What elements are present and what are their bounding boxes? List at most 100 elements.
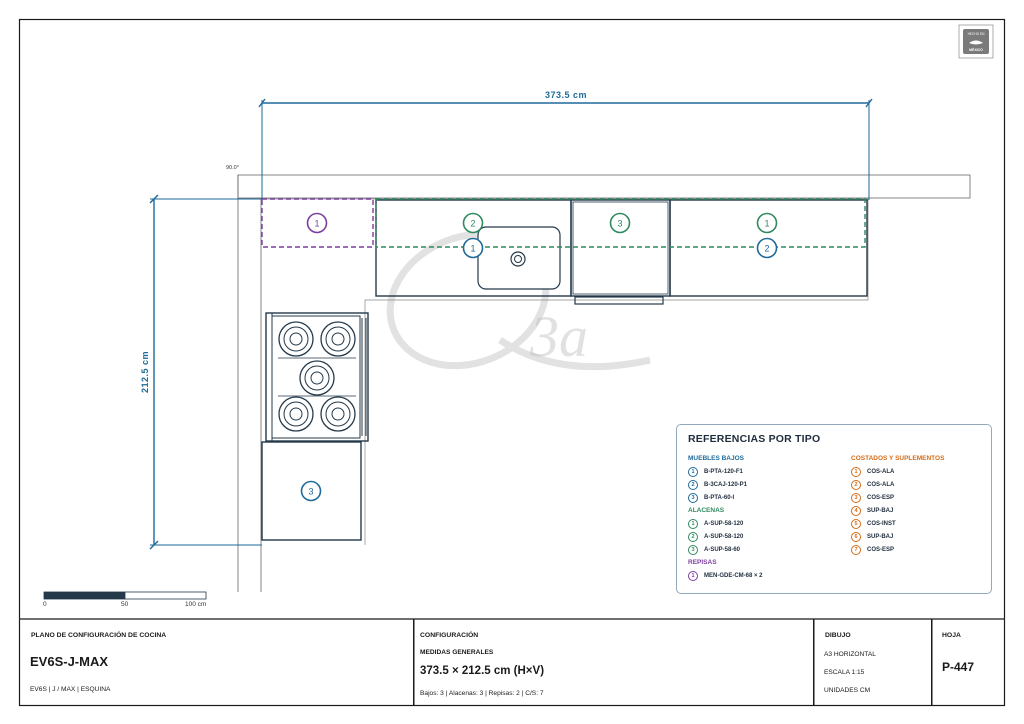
legend-group-title-costados: COSTADOS Y SUPLEMENTOS [851,455,945,462]
legend-title: REFERENCIAS POR TIPO [688,433,821,445]
sheet-border [18,18,1006,707]
title-block-plano: PLANO DE CONFIGURACIÓN DE COCINA EV6S-J-… [20,619,414,705]
legend-item: 1 B-PTA-120-F1 [688,465,763,478]
legend-label: A-SUP-58-120 [704,520,744,527]
legend-label: COS-ESP [867,494,895,501]
back-wall [237,174,971,199]
legend-item: 5 COS-INST [851,517,944,530]
legend-group-title-muebles-bajos: MUEBLES BAJOS [688,455,744,462]
legend-item: 1 MEN-GDE-CM-68 × 2 [688,569,763,582]
stove[interactable] [265,312,369,442]
svg-text:3: 3 [617,219,622,229]
medidas-label: MEDIDAS GENERALES [420,649,494,656]
svg-text:1: 1 [314,219,319,229]
legend-number: 3 [851,492,861,503]
legend-number: 4 [851,505,861,516]
module-marker-bajo-3[interactable]: 3 [300,480,322,502]
legend-item: 6 SUP-BAJ [851,530,944,543]
module-marker-alacena-2[interactable]: 2 [462,212,484,234]
legend-number: 2 [688,531,698,542]
svg-text:1: 1 [470,244,475,254]
legend-label: MEN-GDE-CM-68 × 2 [704,572,763,579]
module-marker-bajo-1[interactable]: 1 [462,237,484,259]
scale-bar [43,591,207,600]
legend-number: 6 [851,531,861,542]
hoja-label: HOJA [942,632,961,639]
legend-label: B-PTA-60-I [704,494,735,501]
svg-text:MÉXICO: MÉXICO [969,47,983,52]
dishwasher-handle [574,296,664,305]
legend-number: 1 [688,570,698,581]
legend-item: 3 COS-ESP [851,491,944,504]
legend-label: COS-ALA [867,481,895,488]
dimension-height-label: 212.5 cm [140,351,150,393]
scale-label-50: 50 [121,601,129,608]
model-name: EV6S-J-MAX [30,654,109,669]
sink-drain-outer [510,251,526,267]
legend-label: A-SUP-58-120 [704,533,744,540]
legend-number: 7 [851,544,861,555]
legend-item: 2 COS-ALA [851,478,944,491]
legend-item: 2 B-3CAJ-120-P1 [688,478,763,491]
dimension-height [149,194,262,550]
module-marker-repisa-1[interactable]: 1 [306,212,328,234]
dibujo-format: A3 HORIZONTAL [824,651,876,658]
legend-number: 3 [688,492,698,503]
title-block-dibujo: DIBUJO A3 HORIZONTAL ESCALA 1:15 UNIDADE… [814,619,932,705]
sink-basin [477,226,561,290]
title-block-hoja: HOJA P-447 [932,619,1004,705]
legend-number: 3 [688,544,698,555]
legend-number: 5 [851,518,861,529]
legend-item: 2 A-SUP-58-120 [688,530,763,543]
angle-label: 90.0° [226,165,239,171]
legend-item: 7 COS-ESP [851,543,944,556]
dimension-width [258,98,873,200]
base-cabinet-right[interactable] [669,199,868,297]
legend-label: SUP-BAJ [867,507,894,514]
legend-label: A-SUP-58-60 [704,546,741,553]
module-marker-alacena-1[interactable]: 1 [756,212,778,234]
svg-text:2: 2 [764,244,769,254]
scale-label-100: 100 cm [185,601,207,608]
svg-text:1: 1 [764,219,769,229]
svg-text:2: 2 [470,219,475,229]
legend-group-title-alacenas: ALACENAS [688,507,725,514]
legend-label: B-PTA-120-F1 [704,468,743,475]
sink-drain-inner [514,255,522,263]
wall-cabinets-run[interactable] [375,198,866,248]
watermark-logo-text: 3a [529,304,588,369]
svg-text:3: 3 [308,487,313,497]
hecho-en-mexico-badge: HECHO EN MÉXICO [958,24,994,59]
module-marker-bajo-2[interactable]: 2 [756,237,778,259]
base-cabinet-lower-left[interactable] [261,441,362,541]
legend-label: COS-ESP [867,546,895,553]
module-marker-alacena-3[interactable]: 3 [609,212,631,234]
medidas-value: 373.5 × 212.5 cm (H×V) [420,665,545,677]
legend-number: 1 [851,466,861,477]
model-subtitle: EV6S | J / MAX | ESQUINA [30,686,111,693]
legend-label: SUP-BAJ [867,533,894,540]
legend-number: 2 [688,479,698,490]
legend-label: COS-INST [867,520,896,527]
legend-number: 1 [688,518,698,529]
legend-item: 3 A-SUP-58-60 [688,543,763,556]
legend-item: 3 B-PTA-60-I [688,491,763,504]
config-label: CONFIGURACIÓN [420,632,479,639]
hoja-value: P-447 [942,660,975,674]
module-counts: Bajos: 3 | Alacenas: 3 | Repisas: 2 | C/… [420,690,544,697]
legend-column-left: MUEBLES BAJOS 1 B-PTA-120-F1 2 B-3CAJ-120-… [688,452,763,582]
legend-item: 4 SUP-BAJ [851,504,944,517]
dishwasher-inner [572,201,669,295]
dibujo-units: UNIDADES CM [824,687,871,694]
svg-text:HECHO EN: HECHO EN [968,32,986,36]
legend-item: 1 A-SUP-58-120 [688,517,763,530]
legend-label: B-3CAJ-120-P1 [704,481,748,488]
title-block-configuracion: CONFIGURACIÓN MEDIDAS GENERALES 373.5 × … [414,619,814,705]
legend-group-title-repisas: REPISAS [688,559,717,566]
legend-number: 1 [688,466,698,477]
legend-number: 2 [851,479,861,490]
